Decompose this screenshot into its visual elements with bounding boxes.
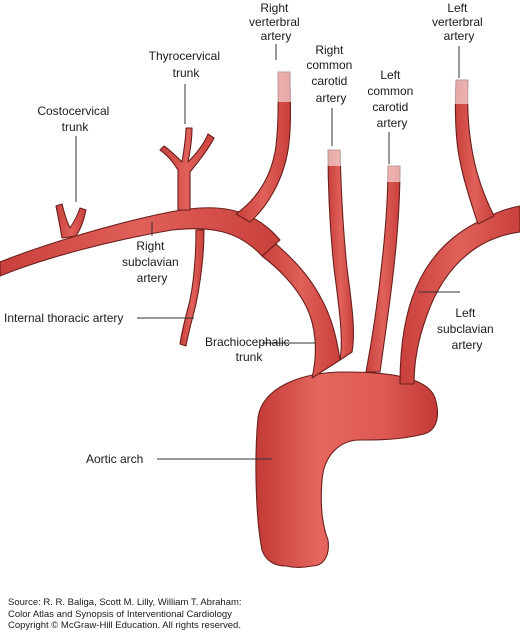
vessel-fade-ends	[276, 62, 470, 182]
source-citation: Source: R. R. Baliga, Scott M. Lilly, Wi…	[8, 597, 508, 632]
label-thyrocervical: Thyrocervical trunk	[149, 49, 224, 80]
vessels	[0, 71, 520, 569]
label-aortic-arch: Aortic arch	[86, 452, 143, 466]
source-line-2: Color Atlas and Synopsis of Intervention…	[8, 608, 232, 620]
source-line-1: Source: R. R. Baliga, Scott M. Lilly, Wi…	[8, 597, 242, 608]
label-left-vertebral: Left verterbral artery	[432, 1, 486, 43]
left-common-carotid-vessel	[365, 165, 401, 373]
labels: Right verterbral artery Left verterbral …	[4, 1, 497, 466]
aortic-arch	[255, 371, 438, 569]
source-line-3: Copyright © McGraw-Hill Education. All r…	[8, 620, 241, 631]
label-costocervical: Costocervical trunk	[37, 104, 112, 134]
label-left-common-carotid: Left common carotid artery	[367, 68, 416, 130]
label-brachiocephalic: Brachiocephalic trunk	[205, 335, 293, 364]
label-internal-thoracic: Internal thoracic artery	[4, 311, 123, 325]
label-left-subclavian: Left subclavian artery	[437, 306, 497, 352]
brachiocephalic-trunk-vessel	[261, 243, 341, 379]
internal-thoracic-vessel	[179, 229, 205, 347]
label-right-vertebral: Right verterbral artery	[249, 1, 303, 43]
leader-lines	[75, 44, 460, 460]
costocervical-trunk-vessel	[55, 203, 87, 239]
thyrocervical-trunk-vessel	[159, 127, 215, 211]
left-subclavian-vessel	[399, 205, 520, 385]
label-right-common-carotid: Right common carotid artery	[306, 43, 355, 105]
label-right-subclavian: Right subclavian artery	[122, 239, 182, 285]
right-subclavian-vessel	[0, 207, 281, 277]
